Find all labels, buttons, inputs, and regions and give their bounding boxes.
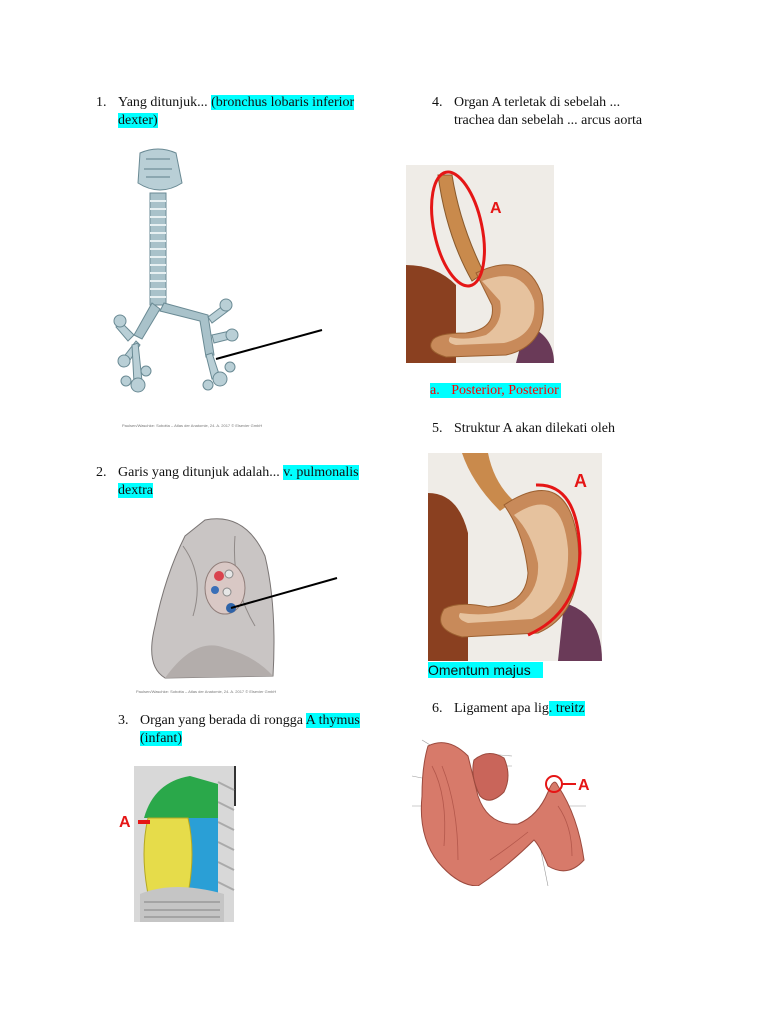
answer-4: a. Posterior, Posterior <box>430 382 630 400</box>
question-text-line-1: Organ A terletak di sebelah ... <box>454 95 621 110</box>
answer-5: Omentum majus <box>428 661 543 679</box>
marker-ellipse <box>430 170 486 288</box>
marker-label: A <box>578 777 590 794</box>
pointer-line <box>230 577 338 609</box>
lung-medial-figure <box>151 518 338 679</box>
answer-letter: a. <box>430 383 440 398</box>
question-text: Yang ditunjuk... <box>118 95 208 110</box>
question-number: 2. <box>96 465 107 480</box>
mediastinum-figure: A <box>119 766 236 922</box>
marker-label: A <box>490 200 502 217</box>
figure-credit: Paulsen/Waschke: Sobotta – Atlas der Ana… <box>122 423 263 428</box>
duodenum-figure: A <box>408 736 608 886</box>
answer-highlight: Omentum majus <box>428 662 543 678</box>
question-number: 3. <box>118 713 129 728</box>
question-number: 1. <box>96 95 107 110</box>
question-text: Struktur A akan dilekati oleh <box>454 421 615 436</box>
esophagus-stomach-figure: A <box>406 165 554 363</box>
question-text: Organ yang berada di rongga <box>140 713 304 728</box>
marker-label: A <box>119 814 131 831</box>
question-number: 5. <box>432 421 443 436</box>
pointer-line <box>215 329 323 360</box>
question-text: Ligament apa lig <box>454 701 549 716</box>
question-number: 6. <box>432 701 443 716</box>
answer-highlight: . treitz <box>548 701 585 716</box>
marker-label: A <box>574 471 587 491</box>
trachea-bronchi-figure <box>112 145 327 430</box>
figure-credit: Paulsen/Waschke: Sobotta – Atlas der Ana… <box>136 689 277 694</box>
question-text: Garis yang ditunjuk adalah... <box>118 465 280 480</box>
question-text-line-2: trachea dan sebelah ... arcus aorta <box>454 113 643 128</box>
marker-curve <box>527 483 582 637</box>
question-number: 4. <box>432 95 443 110</box>
answer-text: Posterior, Posterior <box>451 383 559 398</box>
stomach-curvature-figure: A <box>428 453 602 661</box>
